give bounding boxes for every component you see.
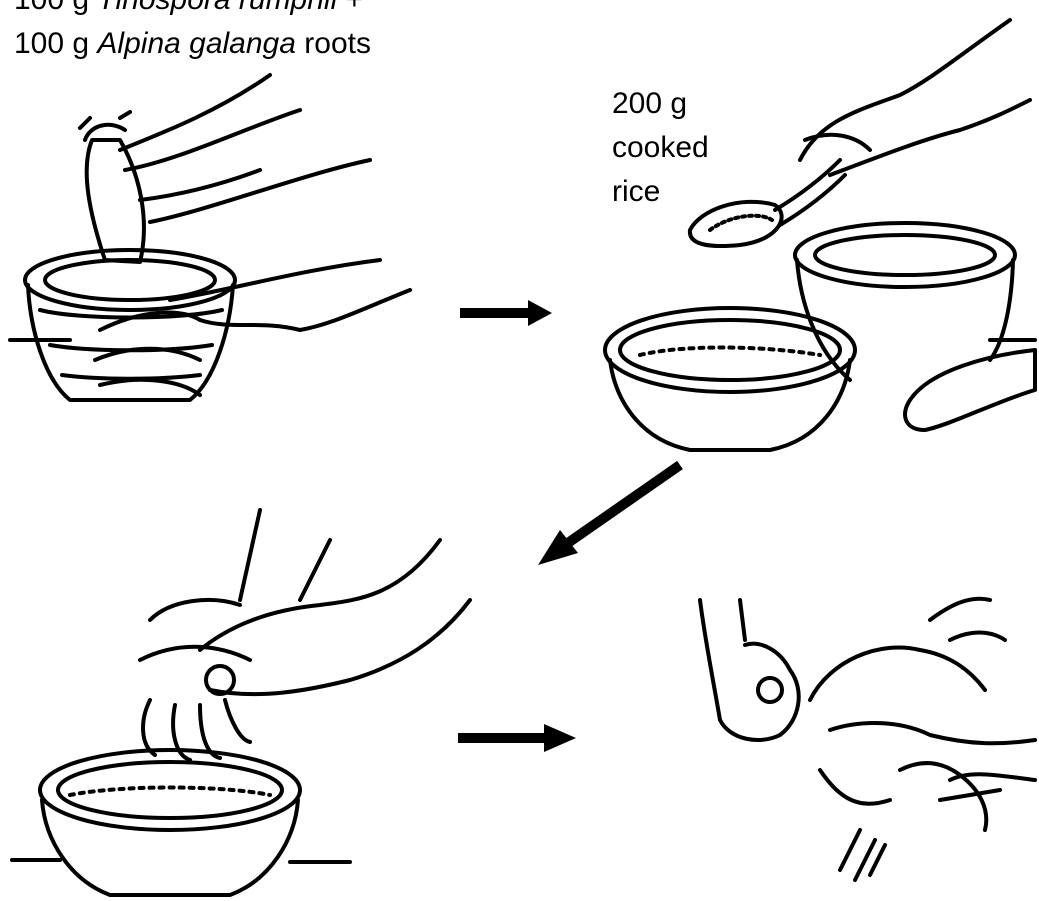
mixing-hands-illustration [140, 510, 470, 760]
bowl-bottom-illustration [12, 750, 350, 895]
arrow-right-top [460, 300, 552, 326]
pestle-hand-illustration [80, 75, 410, 395]
panel-mixing [12, 510, 470, 895]
pestle-illustration [905, 350, 1035, 430]
panel-pounding [10, 75, 410, 400]
bowl-top-illustration [605, 308, 855, 450]
mortar-illustration [10, 250, 235, 400]
application-hands-illustration [700, 599, 1035, 880]
arrow-right-bottom [458, 724, 576, 752]
panel-adding-rice [605, 20, 1035, 450]
spoon-hand-illustration [690, 20, 1030, 246]
arrow-diagonal [538, 465, 680, 565]
panel-application [700, 599, 1035, 880]
